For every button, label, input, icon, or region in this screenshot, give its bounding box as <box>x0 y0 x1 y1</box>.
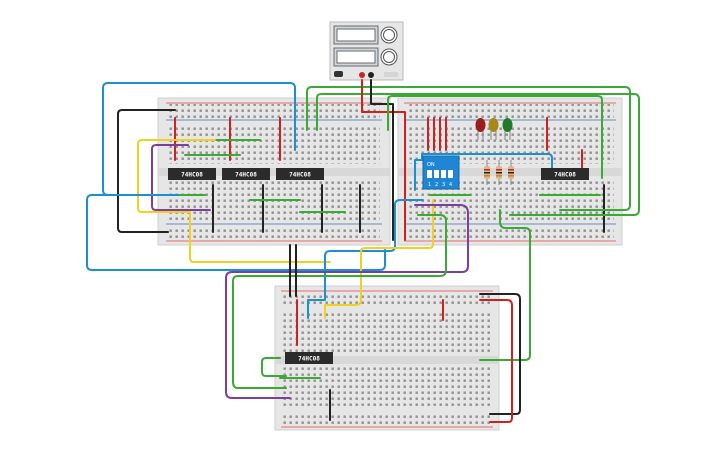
wire-blue <box>86 194 386 271</box>
led-green <box>502 118 513 140</box>
wire-blue <box>307 199 424 319</box>
dip-pos-4: 4 <box>449 182 452 188</box>
chip-u4[interactable]: 74HC08 <box>541 168 589 180</box>
dip-pos-3: 3 <box>442 182 445 188</box>
chip-label: 74HC08 <box>181 172 203 179</box>
dip-pos-1: 1 <box>428 182 431 188</box>
wire-green <box>387 95 603 179</box>
wire-yellow <box>137 139 331 263</box>
chip-u1[interactable]: 74HC08 <box>168 168 216 180</box>
chip-u3[interactable]: 74HC08 <box>276 168 324 180</box>
led-red <box>475 118 486 140</box>
wire-black <box>479 293 521 415</box>
wire-black <box>370 79 394 241</box>
led-yellow <box>488 118 499 140</box>
wire-blue <box>102 82 296 196</box>
wire-blue <box>414 159 423 191</box>
wire-red <box>479 299 513 423</box>
chip-label: 74HC08 <box>554 172 576 179</box>
chip-u5[interactable]: 74HC08 <box>285 352 333 364</box>
power-supply[interactable] <box>329 21 404 81</box>
chip-label: 74HC08 <box>298 356 320 363</box>
wire-green <box>306 86 631 211</box>
wire-green <box>232 214 447 389</box>
resistor <box>484 160 490 185</box>
wire-green <box>261 357 287 377</box>
board-jumpers <box>174 117 605 421</box>
resistor <box>508 160 514 185</box>
chip-u2[interactable]: 74HC08 <box>222 168 270 180</box>
wire-yellow <box>324 199 434 319</box>
resistors <box>484 160 514 185</box>
wires <box>86 79 640 423</box>
wire-blue <box>421 153 553 169</box>
wire-green <box>316 93 640 216</box>
wire-purple <box>151 144 211 211</box>
wire-purple <box>225 204 469 399</box>
dip-switch[interactable]: ON 1 2 3 4 <box>422 155 460 190</box>
chip-label: 74HC08 <box>289 172 311 179</box>
breadboard-top-left <box>157 97 391 246</box>
wire-green <box>479 209 531 361</box>
dip-pos-2: 2 <box>435 182 438 188</box>
dip-on-label: ON <box>427 162 435 168</box>
resistor <box>496 160 502 185</box>
wire-red <box>361 79 406 241</box>
leds <box>475 118 513 140</box>
chip-label: 74HC08 <box>235 172 257 179</box>
wire-black <box>117 109 176 233</box>
